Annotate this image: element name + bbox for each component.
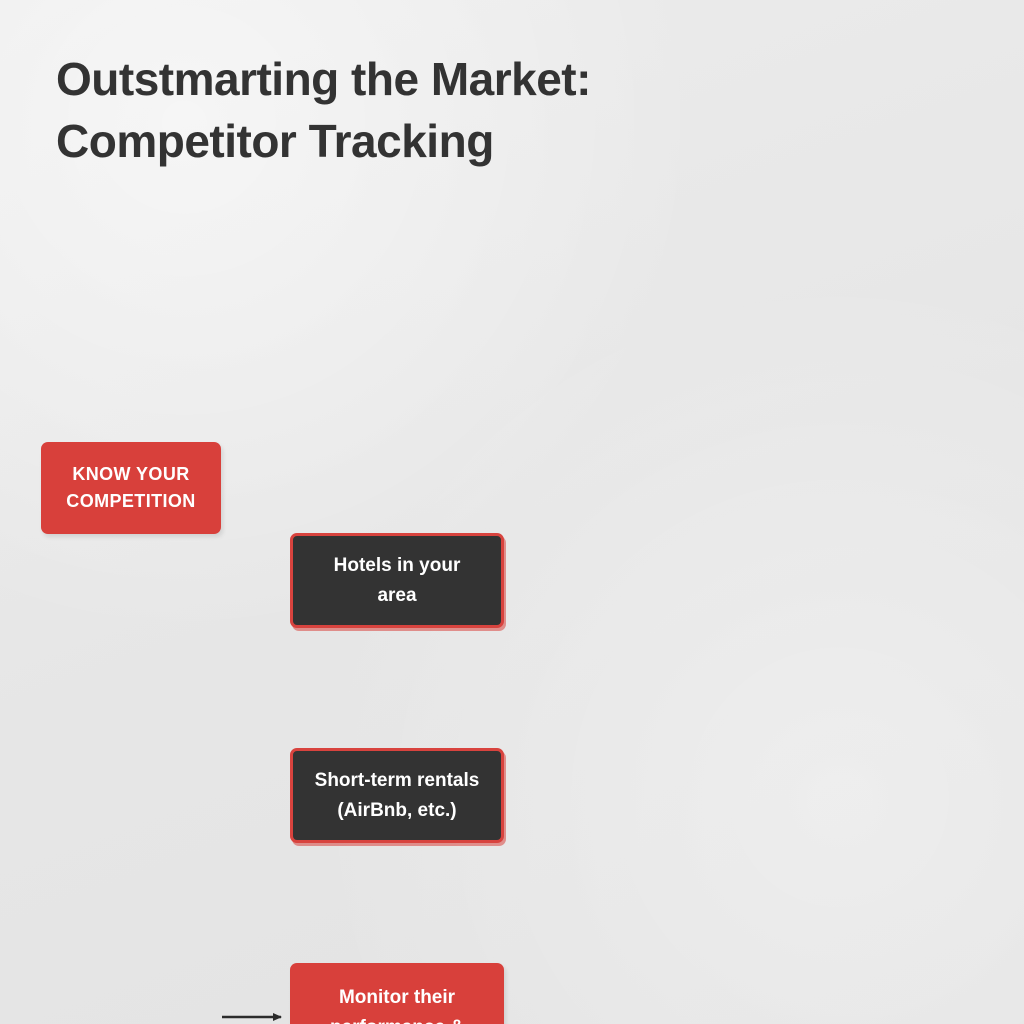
flow-node-hotels-in-your-area[interactable]: Hotels in your area: [290, 533, 504, 628]
page-title: Outstmarting the Market: Competitor Trac…: [56, 53, 591, 167]
flow-node-know-your-competition[interactable]: KNOW YOUR COMPETITION: [41, 442, 221, 534]
flow-node-short-term-rentals[interactable]: Short-term rentals (AirBnb, etc.): [290, 748, 504, 843]
flowchart-connectors: [222, 1013, 282, 1021]
flow-node-monitor-performance-pricing[interactable]: Monitor their performance & pricing: [290, 963, 504, 1024]
